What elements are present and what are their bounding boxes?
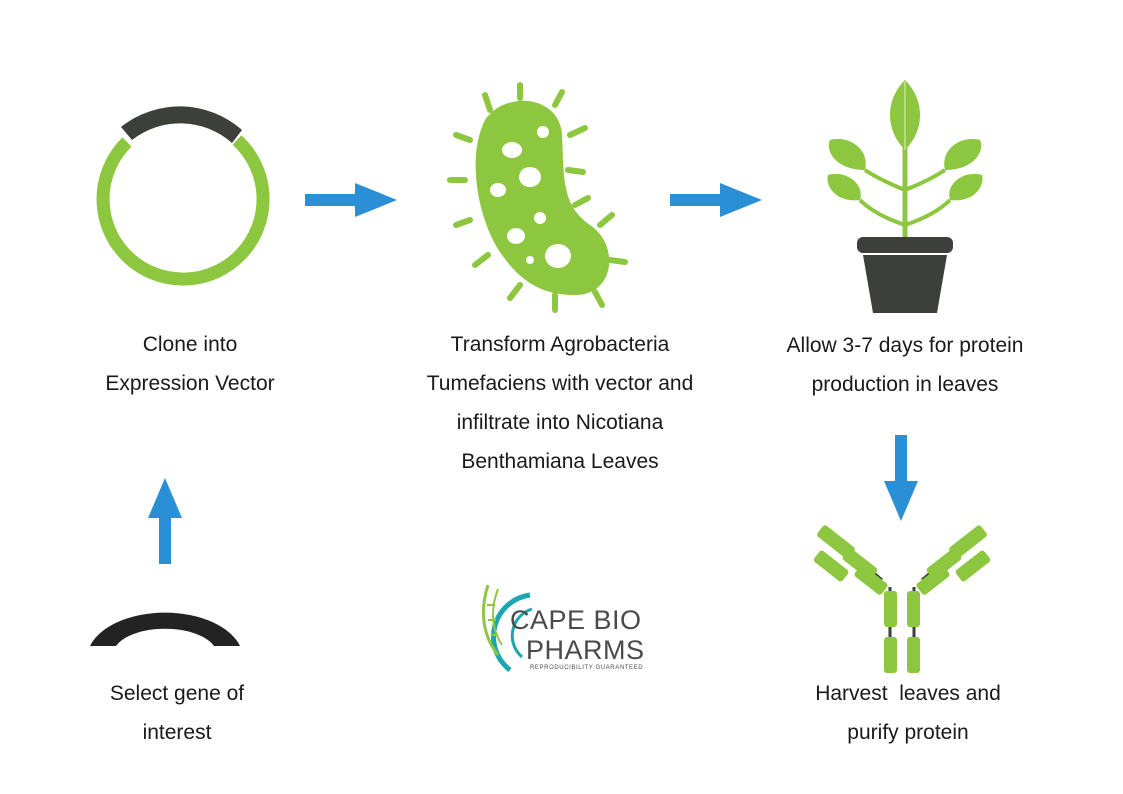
arrow-icon: [148, 478, 182, 564]
grow-label: Allow 3-7 days for protein production in…: [755, 326, 1055, 404]
harvest-label-line1: Harvest leaves and: [815, 682, 1001, 705]
logo-tagline: REPRODUCIBILITY GUARANTEED: [530, 665, 644, 671]
select-label: Select gene of interest: [57, 674, 297, 752]
arrow-icon: [305, 183, 397, 217]
arrow-icon: [884, 435, 918, 521]
clone-label-line2: Expression Vector: [105, 372, 275, 395]
grow-label-line1: Allow 3-7 days for protein: [786, 334, 1024, 357]
logo-line2: PHARMS: [526, 635, 645, 665]
logo-line1: CAPE BIO: [510, 605, 642, 635]
grow-label-line2: production in leaves: [811, 373, 999, 396]
plasmid-icon: [96, 106, 270, 286]
logo-emblem-icon: [481, 584, 533, 672]
antibody-icon: [813, 525, 991, 673]
transform-label: Transform Agrobacteria Tumefaciens with …: [395, 325, 725, 481]
gene-fragment-icon: [90, 612, 240, 646]
select-label-line1: Select gene of: [109, 682, 245, 705]
harvest-label: Harvest leaves and purify protein: [778, 674, 1038, 752]
transform-label-line1: Transform Agrobacteria: [450, 333, 670, 356]
transform-label-line3: infiltrate into Nicotiana: [456, 411, 664, 434]
clone-label-line1: Clone into: [142, 333, 238, 356]
company-logo: CAPE BIO PHARMS REPRODUCIBILITY GUARANTE…: [470, 575, 670, 675]
arrow-icon: [670, 183, 762, 217]
bacterium-icon: [447, 82, 628, 313]
select-label-line2: interest: [142, 721, 212, 744]
harvest-label-line2: purify protein: [847, 721, 969, 744]
transform-label-line2: Tumefaciens with vector and: [426, 372, 694, 395]
clone-label: Clone into Expression Vector: [70, 325, 310, 403]
plant-icon: [827, 80, 983, 313]
transform-label-line4: Benthamiana Leaves: [461, 450, 659, 473]
